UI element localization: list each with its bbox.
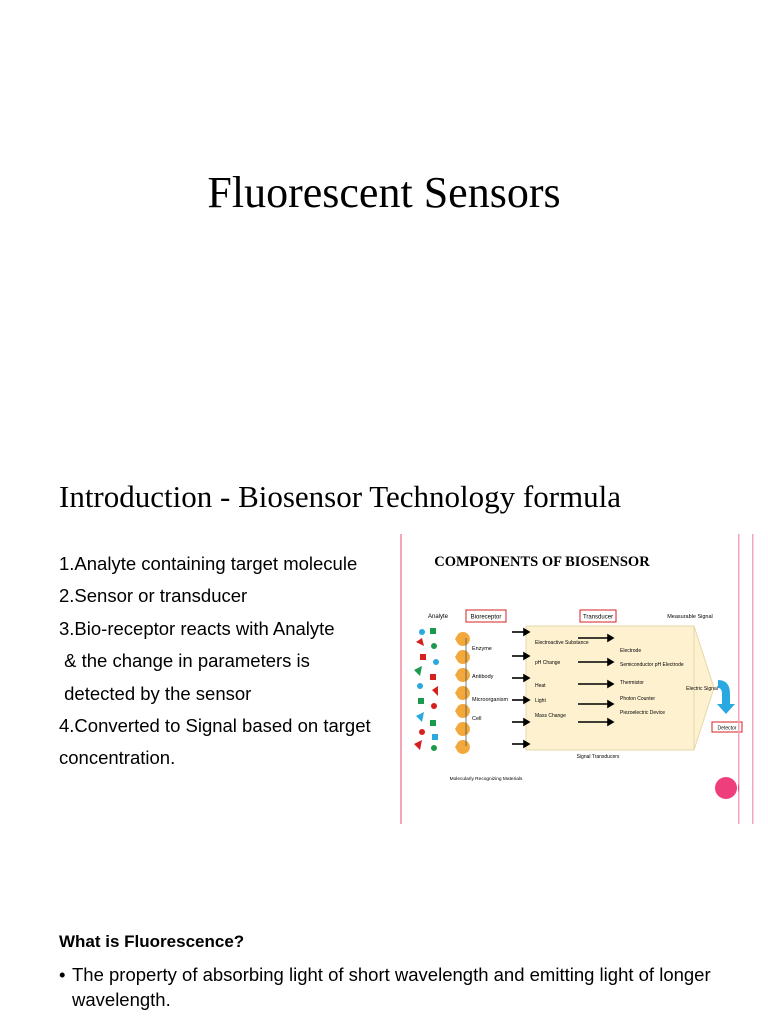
analyte-label: Analyte: [428, 614, 449, 620]
change-label: Mass Change: [535, 713, 566, 719]
change-label: Light: [535, 698, 546, 704]
step-line: & the change in parameters is: [59, 650, 310, 672]
step-line: 4.Converted to Signal based on target: [59, 714, 371, 736]
bullet-marker: •: [59, 964, 66, 985]
device-label: Photon Counter: [620, 696, 655, 702]
receptor-label: Cell: [472, 716, 481, 722]
analyte-molecules: [414, 628, 439, 751]
transducer-label: Transducer: [583, 615, 613, 621]
pink-dot-marker: [715, 777, 737, 799]
signal-arrow-icon: [717, 680, 735, 714]
fluorescence-definition: The property of absorbing light of short…: [72, 964, 711, 1010]
fluorescence-bullet: • The property of absorbing light of sho…: [59, 962, 749, 1012]
measurable-signal-label: Measurable Signal: [667, 614, 713, 620]
receptor-label: Enzyme: [472, 646, 492, 652]
device-label: Thermistor: [620, 680, 644, 686]
electric-signal-label: Electric Signal: [686, 686, 718, 692]
section-heading: Introduction - Biosensor Technology form…: [59, 479, 622, 514]
transducer-arrows: [578, 633, 615, 727]
change-label: Heat: [535, 683, 546, 689]
bioreceptor-box: [465, 609, 507, 623]
step-line: detected by the sensor: [59, 682, 252, 704]
decorative-rail: [738, 534, 754, 824]
bioreceptor-label: Bioreceptor: [471, 615, 502, 621]
device-label: Piezoelectric Device: [620, 710, 665, 716]
device-label: Semiconductor pH Electrode: [620, 662, 684, 668]
slide-title: Fluorescent Sensors: [207, 168, 561, 217]
step-line: 1.Analyte containing target molecule: [59, 553, 358, 574]
device-label: Electrode: [620, 648, 641, 654]
change-label: Electroactive Substance: [535, 640, 589, 646]
receptor-label: Antibody: [472, 674, 494, 680]
detector-box: [711, 721, 743, 733]
step-line: concentration.: [59, 747, 176, 769]
diagram-title: COMPONENTS OF BIOSENSOR: [434, 554, 650, 570]
pink-dot: [738, 783, 739, 793]
step-line: 3.Bio-receptor reacts with Analyte: [59, 617, 335, 639]
steps-list: 1.Analyte containing target molecule 2.S…: [59, 548, 371, 775]
fluorescence-question: What is Fluorescence?: [59, 932, 245, 951]
detector-label: Detector: [718, 726, 737, 732]
transducer-panel: [525, 625, 695, 751]
molecular-label: Molecularly Recognizing Materials: [450, 776, 523, 782]
bioreceptor-shapes: [455, 632, 470, 754]
step-line: 2.Sensor or transducer: [59, 585, 248, 607]
biosensor-diagram: COMPONENTS OF BIOSENSOR Analyte Biorecep…: [400, 534, 743, 824]
change-label: pH Change: [535, 660, 561, 666]
input-arrows: [512, 627, 531, 749]
transducer-box: [579, 609, 617, 623]
frame-line: [400, 534, 402, 824]
signal-funnel: [693, 625, 715, 751]
signal-transducers-label: Signal Transducers: [577, 754, 620, 760]
receptor-label: Microorganism: [472, 697, 508, 703]
